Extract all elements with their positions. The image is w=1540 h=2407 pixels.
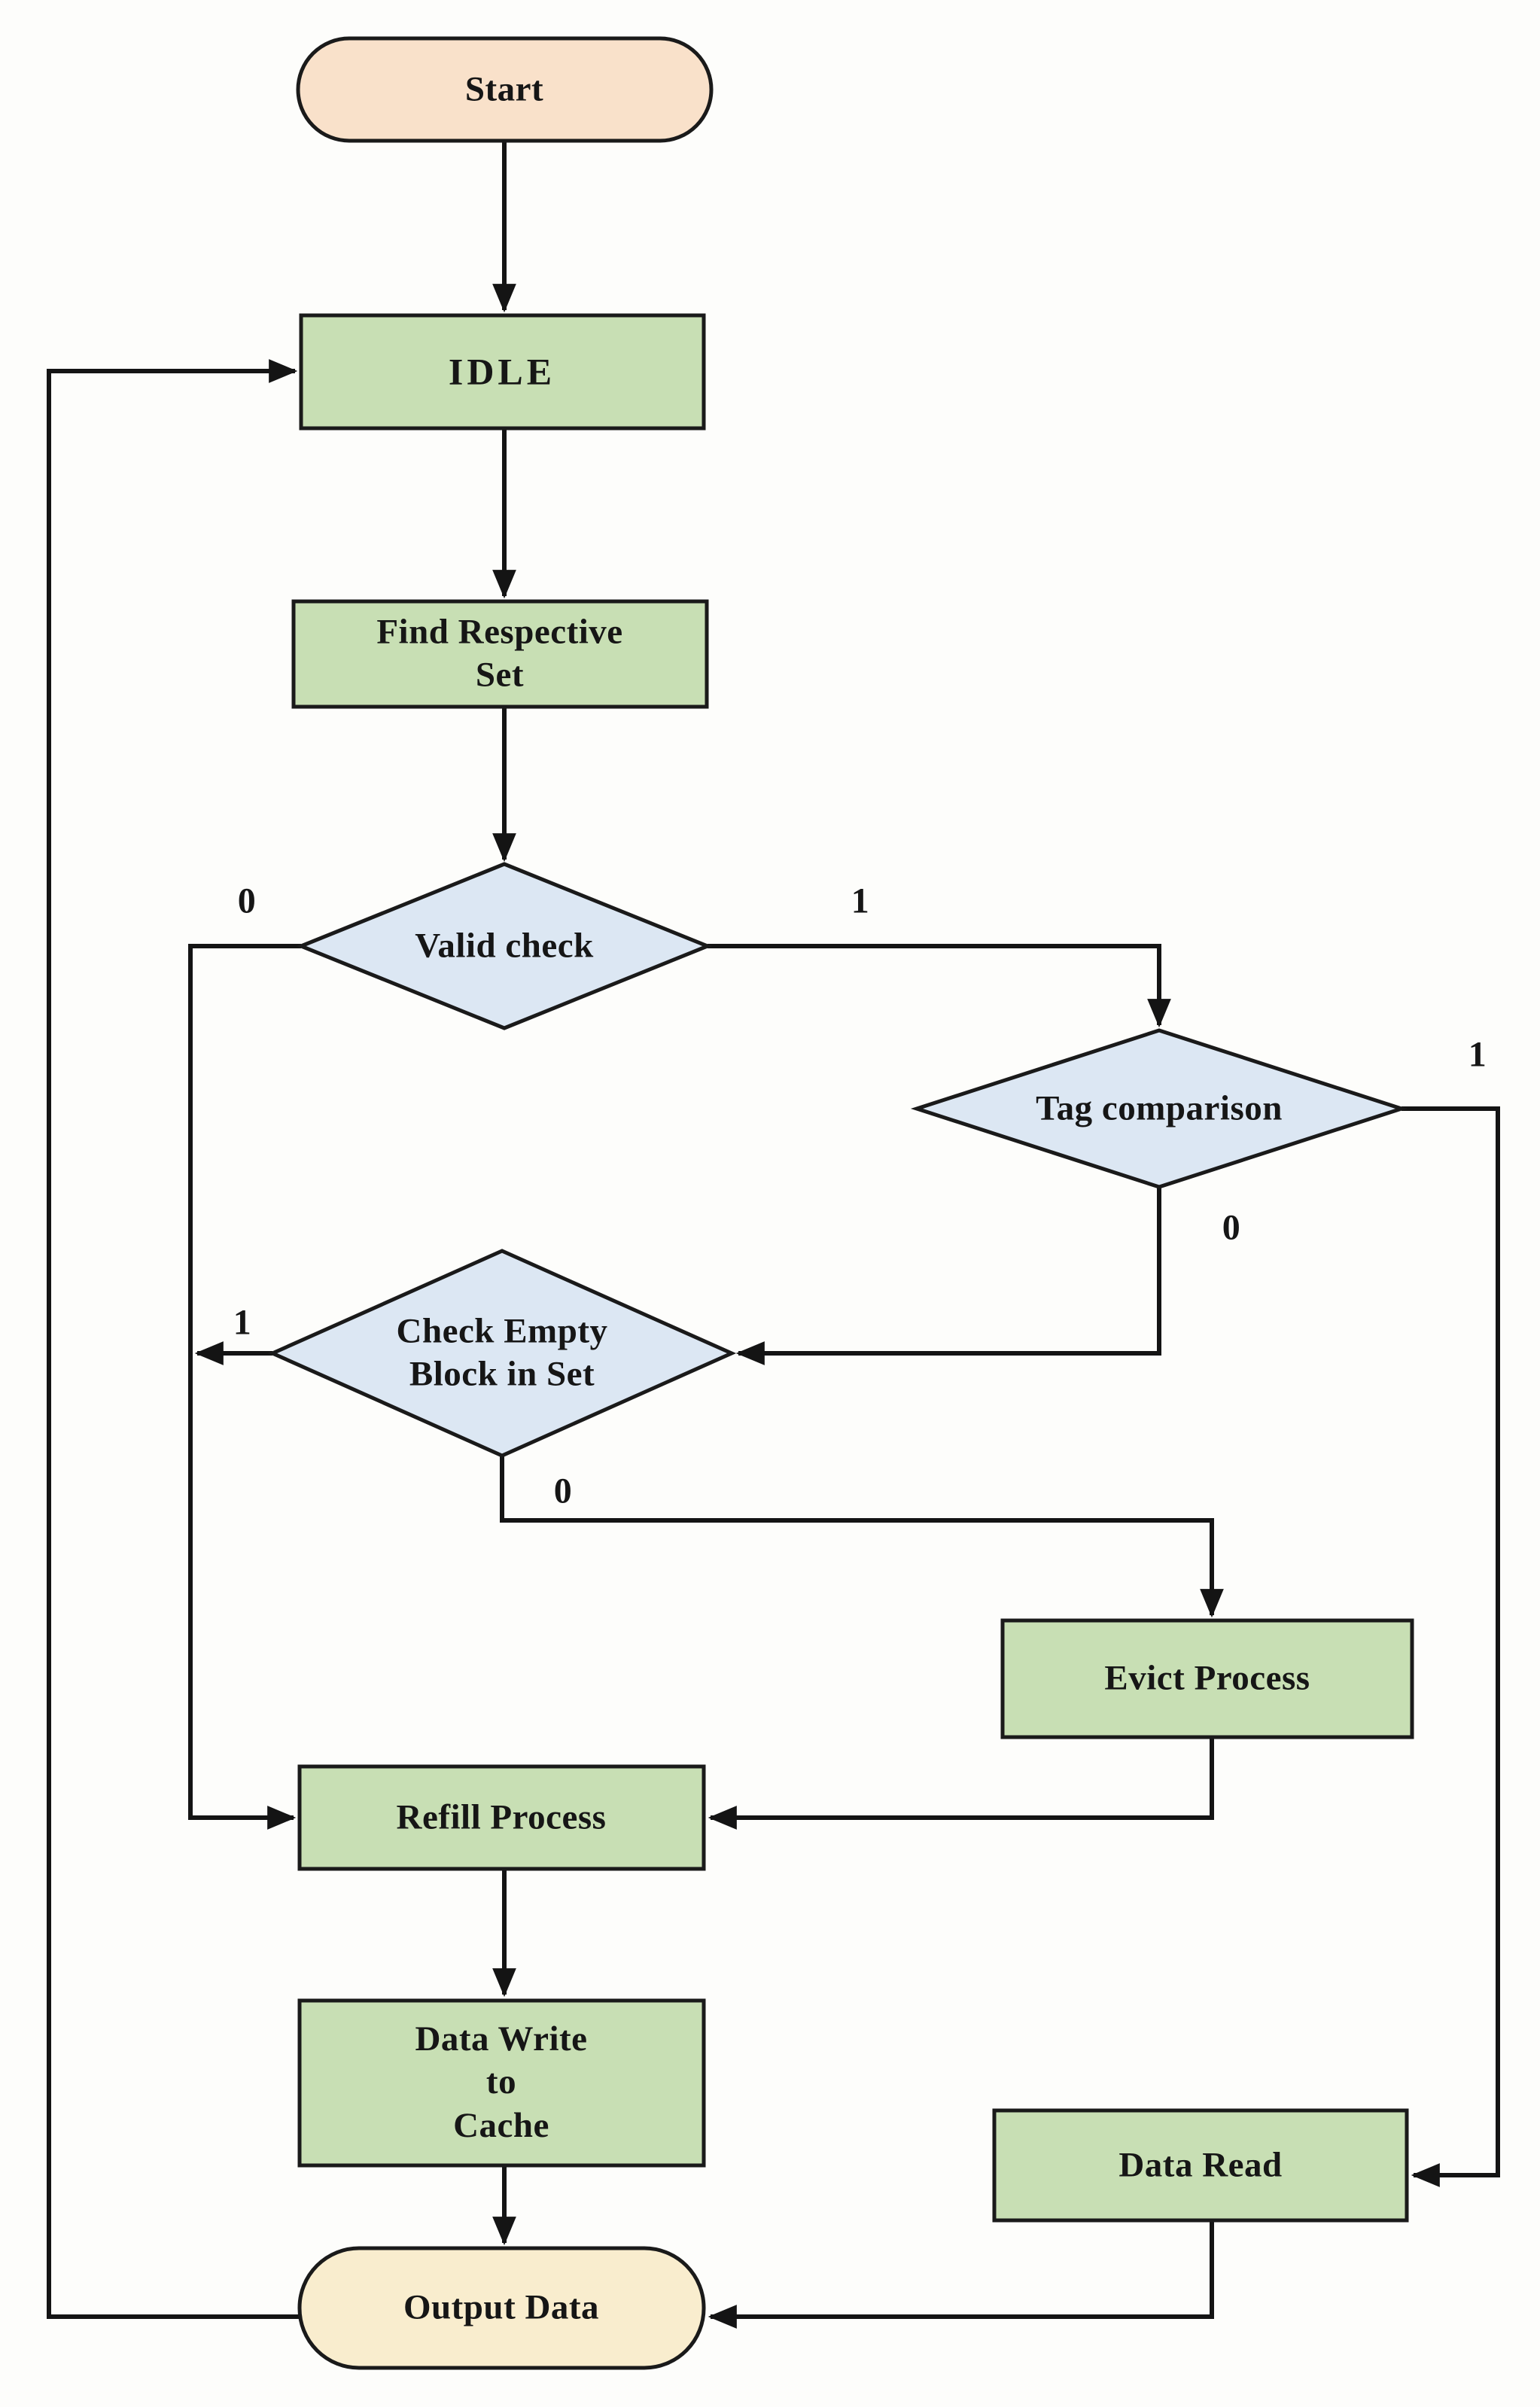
- edge-valid-1-tag: [708, 944, 1171, 1028]
- valid-check-decision-shape: [296, 862, 713, 1030]
- evict-process-shape: [1000, 1618, 1414, 1739]
- edge-dataread-output: [708, 2220, 1214, 2329]
- edge-valid-0-refill: [188, 944, 301, 1830]
- tag-comparison-node-label: Tag comparison: [1036, 1088, 1283, 1128]
- output-terminal-shape: [297, 2246, 706, 2370]
- check-empty-node-label: Check Empty Block in Set: [396, 1311, 608, 1394]
- data-write-process-shape: [297, 1998, 706, 2168]
- idle-node-label: IDLE: [448, 350, 556, 393]
- find-set-node-label: Find Respective Set: [376, 612, 623, 695]
- start-node-label: Start: [464, 69, 544, 109]
- edge-tag-1-dataread: [1402, 1106, 1500, 2187]
- evict-node-label: Evict Process: [1104, 1658, 1310, 1698]
- edge-tag-0-checkempty: [735, 1187, 1161, 1365]
- data-read-process-shape: [992, 2108, 1409, 2223]
- valid-check-branch-1-label: 1: [851, 881, 870, 921]
- data-read-node-label: Data Read: [1118, 2145, 1283, 2185]
- data-write-node-label: Data Write to Cache: [415, 2019, 588, 2145]
- tag-comparison-branch-0-label: 0: [1222, 1207, 1241, 1248]
- valid-check-node-label: Valid check: [415, 926, 594, 966]
- edge-evict-refill: [708, 1737, 1214, 1830]
- find-set-process-shape: [291, 599, 709, 709]
- start-terminal-shape: [296, 36, 714, 143]
- idle-process-shape: [299, 313, 706, 431]
- check-empty-decision-shape: [267, 1249, 737, 1458]
- edge-checkempty-0-evict: [500, 1456, 1224, 1618]
- edge-output-idle-loop: [47, 359, 300, 2319]
- tag-comparison-branch-1-label: 1: [1468, 1034, 1487, 1075]
- refill-process-shape: [297, 1764, 706, 1871]
- check-empty-branch-1-label: 1: [233, 1302, 252, 1343]
- check-empty-branch-0-label: 0: [553, 1471, 573, 1511]
- refill-node-label: Refill Process: [396, 1797, 607, 1837]
- output-node-label: Output Data: [403, 2287, 600, 2327]
- valid-check-branch-0-label: 0: [237, 881, 257, 921]
- tag-comparison-decision-shape: [910, 1028, 1408, 1189]
